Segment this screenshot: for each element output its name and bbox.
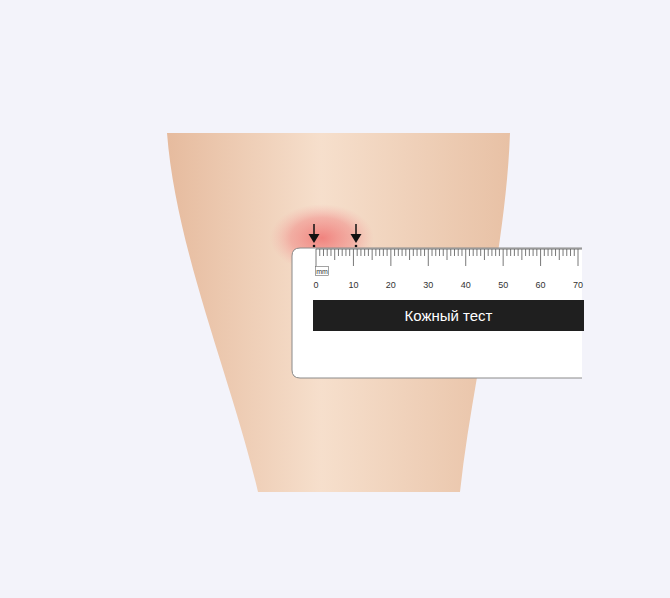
ruler-tick (529, 249, 530, 256)
ruler-tick (476, 249, 477, 256)
ruler-tick (495, 249, 496, 256)
ruler-tick (387, 249, 388, 256)
ruler-tick (417, 249, 418, 256)
ruler-tick (342, 249, 343, 256)
ruler-tick (383, 249, 384, 256)
ruler-tick (379, 249, 380, 256)
ruler-tick (330, 249, 331, 256)
ruler-tick (563, 249, 564, 256)
ruler-tick (465, 249, 466, 266)
ruler-ticks (316, 249, 582, 266)
scale-number: 20 (386, 281, 396, 290)
ruler-tick (390, 249, 391, 266)
ruler-tick (428, 249, 429, 266)
ruler-tick (394, 249, 395, 256)
ruler-tick (432, 249, 433, 256)
ruler-tick (540, 249, 541, 266)
ruler-tick (570, 249, 571, 256)
ruler-tick (402, 249, 403, 256)
measure-arrow (351, 224, 362, 247)
ruler-tick (349, 249, 350, 256)
ruler-tick (443, 249, 444, 256)
ruler-tick (533, 249, 534, 256)
ruler-tick (405, 249, 406, 256)
ruler-tick (548, 249, 549, 256)
ruler-tick (499, 249, 500, 256)
ruler-tick (536, 249, 537, 256)
title-band: Кожный тест (313, 300, 584, 331)
ruler-tick (518, 249, 519, 256)
scale-number: 10 (348, 281, 358, 290)
ruler-tick (375, 249, 376, 256)
ruler-tick (368, 249, 369, 256)
scale-number: 40 (461, 281, 471, 290)
ruler-tick (327, 249, 328, 256)
ruler-tick (510, 249, 511, 256)
ruler-tick (578, 249, 579, 266)
ruler-tick (521, 249, 522, 260)
ruler-tick (424, 249, 425, 256)
ruler-tick (461, 249, 462, 256)
ruler-tick (488, 249, 489, 256)
ruler-tick (566, 249, 567, 256)
ruler-tick (413, 249, 414, 256)
mm-box (316, 267, 329, 276)
ruler-tick (484, 249, 485, 260)
band-text: Кожный тест (405, 307, 493, 324)
ruler-tick (525, 249, 526, 256)
ruler-tick (544, 249, 545, 256)
ruler-tick (551, 249, 552, 256)
ruler-tick (334, 249, 335, 260)
ruler-tick (559, 249, 560, 260)
scale-number: 50 (498, 281, 508, 290)
ruler-tick (469, 249, 470, 256)
ruler-tick (555, 249, 556, 256)
ruler-tick (316, 249, 317, 266)
ruler-tick (473, 249, 474, 256)
ruler-tick (574, 249, 575, 256)
ruler-tick (514, 249, 515, 256)
scale-number: 70 (573, 281, 583, 290)
ruler-tick (319, 249, 320, 256)
ruler-tick (420, 249, 421, 256)
ruler-tick (503, 249, 504, 266)
ruler-scale-edge (316, 249, 582, 250)
scale-number: 30 (423, 281, 433, 290)
ruler-tick (439, 249, 440, 256)
ruler-tick (338, 249, 339, 256)
ruler-tick (480, 249, 481, 256)
ruler-tick (364, 249, 365, 256)
ruler-tick (447, 249, 448, 260)
scale-number: 60 (536, 281, 546, 290)
ruler-tick (458, 249, 459, 256)
ruler-tick (398, 249, 399, 256)
ruler-tick (450, 249, 451, 256)
ruler-tick (454, 249, 455, 256)
ruler-tick (491, 249, 492, 256)
ruler-tick (360, 249, 361, 256)
ruler-tick (435, 249, 436, 256)
ruler-tick (372, 249, 373, 260)
ruler-tick (323, 249, 324, 256)
unit-label: mm (316, 268, 328, 275)
ruler-tick (345, 249, 346, 256)
ruler-tick (357, 249, 358, 256)
scale-number: 0 (313, 281, 318, 290)
measure-arrow (309, 224, 320, 247)
ruler-tick (409, 249, 410, 260)
ruler-tick (353, 249, 354, 266)
ruler-tick (506, 249, 507, 256)
